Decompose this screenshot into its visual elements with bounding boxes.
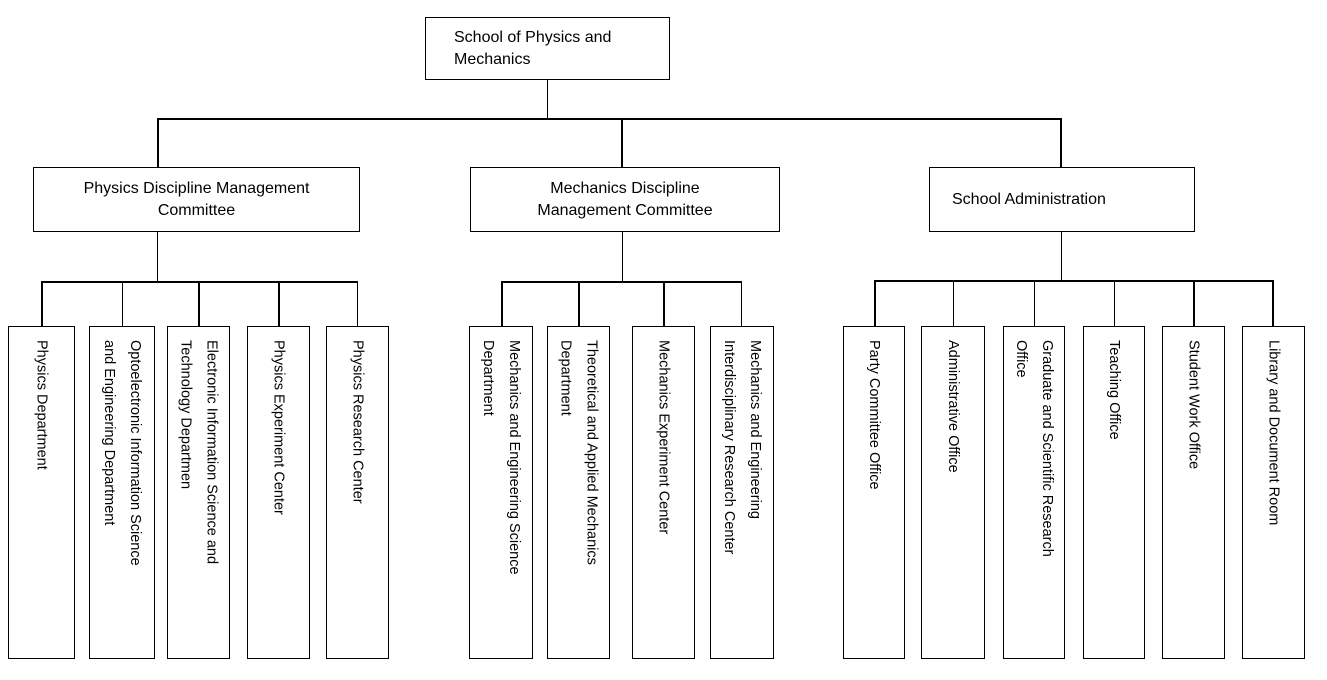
leaf-label: Physics Research Center (349, 340, 366, 504)
leaf-label: Optoelectronic Information Science and E… (101, 340, 143, 566)
leaf-mechanics-and-engineering-science-department: Mechanics and Engineering Science Depart… (469, 326, 533, 659)
connector-drop-mechanics-child-2 (663, 281, 665, 326)
connector-drop-mechanics-child-3 (740, 281, 742, 326)
node-label: School Administration (952, 190, 1106, 208)
node-school-administration: School Administration (929, 167, 1195, 232)
leaf-label: Graduate and Scientific Research Office (1013, 340, 1055, 557)
leaf-physics-research-center: Physics Research Center (326, 326, 389, 659)
leaf-label: Physics Department (33, 340, 50, 470)
node-mechanics-discipline-management-committee: Mechanics Discipline Management Committe… (470, 167, 780, 232)
connector-level1-bus (157, 118, 1062, 120)
connector-drop-mechanics-committee (621, 118, 623, 167)
node-label: Physics Discipline Management Committee (83, 179, 310, 219)
leaf-administrative-office: Administrative Office (921, 326, 985, 659)
connector-drop-admin-child-5 (1272, 280, 1274, 326)
leaf-mechanics-experiment-center: Mechanics Experiment Center (632, 326, 695, 659)
leaf-label: Mechanics and Engineering Science Depart… (480, 340, 522, 575)
connector-drop-mechanics-child-0 (501, 281, 503, 326)
connector-physics-bus (41, 281, 358, 283)
leaf-label: Administrative Office (945, 340, 961, 473)
leaf-label: Electronic Information Science and Techn… (177, 340, 220, 565)
leaf-physics-department: Physics Department (8, 326, 75, 659)
connector-drop-admin-child-1 (952, 280, 954, 326)
leaf-label: Library and Document Room (1265, 340, 1282, 526)
node-label: Mechanics Discipline Management Committe… (537, 179, 713, 219)
node-physics-discipline-management-committee: Physics Discipline Management Committee (33, 167, 360, 232)
connector-drop-physics-child-2 (198, 281, 200, 326)
connector-administration-bus (874, 280, 1274, 282)
connector-drop-physics-committee (157, 118, 159, 167)
leaf-theoretical-and-applied-mechanics-department: Theoretical and Applied Mechanics Depart… (547, 326, 610, 659)
leaf-label: Mechanics Experiment Center (655, 340, 672, 535)
connector-drop-admin-child-3 (1113, 280, 1115, 326)
connector-drop-physics-child-0 (41, 281, 43, 326)
leaf-label: Student Work Office (1185, 340, 1202, 470)
leaf-library-and-document-room: Library and Document Room (1242, 326, 1305, 659)
leaf-physics-experiment-center: Physics Experiment Center (247, 326, 310, 659)
connector-drop-school-administration (1060, 118, 1062, 167)
connector-drop-physics-child-3 (278, 281, 280, 326)
connector-mechanics-bus (501, 281, 742, 283)
connector-mechanics-stem (621, 232, 623, 281)
leaf-student-work-office: Student Work Office (1162, 326, 1225, 659)
leaf-label: Theoretical and Applied Mechanics Depart… (557, 340, 600, 565)
leaf-label: Party Committee Office (866, 340, 882, 490)
leaf-label: Physics Experiment Center (270, 340, 287, 515)
connector-drop-admin-child-0 (874, 280, 876, 326)
connector-administration-stem (1060, 232, 1062, 280)
connector-drop-physics-child-4 (356, 281, 358, 326)
connector-drop-admin-child-2 (1033, 280, 1035, 326)
leaf-label: Teaching Office (1106, 340, 1122, 440)
leaf-label: Mechanics and Engineering Interdisciplin… (721, 340, 763, 555)
connector-drop-admin-child-4 (1193, 280, 1195, 326)
connector-physics-stem (156, 232, 158, 281)
leaf-optoelectronic-information-science-and-engineering-department: Optoelectronic Information Science and E… (89, 326, 155, 659)
leaf-graduate-and-scientific-research-office: Graduate and Scientific Research Office (1003, 326, 1065, 659)
connector-drop-physics-child-1 (121, 281, 123, 326)
leaf-electronic-information-science-and-technology-department: Electronic Information Science and Techn… (167, 326, 230, 659)
connector-drop-mechanics-child-1 (578, 281, 580, 326)
node-school-of-physics-and-mechanics: School of Physics and Mechanics (425, 17, 670, 80)
node-label: School of Physics and Mechanics (454, 28, 612, 68)
connector-root-stem (546, 80, 548, 118)
leaf-mechanics-and-engineering-interdisciplinary-research-center: Mechanics and Engineering Interdisciplin… (710, 326, 774, 659)
leaf-party-committee-office: Party Committee Office (843, 326, 905, 659)
leaf-teaching-office: Teaching Office (1083, 326, 1145, 659)
